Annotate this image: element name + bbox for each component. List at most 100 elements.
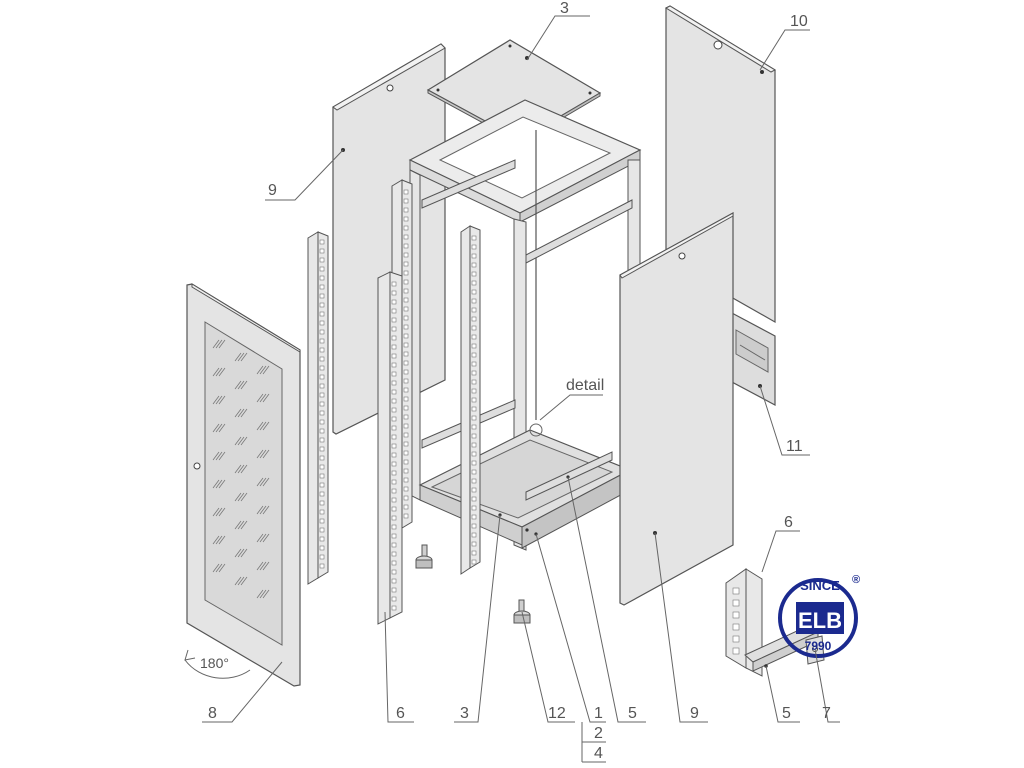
hatch-mark [215, 451, 223, 461]
rail-hole [319, 419, 325, 425]
hatch-mark [234, 576, 242, 586]
rail-hole [391, 452, 397, 458]
rail-hole [319, 311, 325, 317]
rail-hole [471, 235, 477, 241]
rail-hole [471, 496, 477, 502]
rail-hole [319, 554, 325, 560]
rail-hole [471, 541, 477, 547]
rail-hole [319, 563, 325, 569]
rail-hole [403, 423, 409, 429]
hatch-mark [256, 477, 264, 487]
detail-rail-hole [732, 611, 740, 619]
rail-hole [403, 396, 409, 402]
label-rotation: 180° [200, 655, 229, 671]
rail-hole [403, 315, 409, 321]
rail-hole [403, 378, 409, 384]
front-side-panel [619, 211, 734, 606]
hatch-mark [262, 393, 270, 403]
rail-hole [471, 559, 477, 565]
rail-hole [391, 326, 397, 332]
hatch-mark [256, 449, 264, 459]
hatch-mark [234, 436, 242, 446]
rail-hole [403, 369, 409, 375]
label-vertical-rail: 6 [396, 705, 405, 722]
rail-hole [471, 271, 477, 277]
door-lock [193, 462, 201, 470]
hatch-mark [262, 365, 270, 375]
rail-hole [391, 407, 397, 413]
rail-hole [391, 425, 397, 431]
rail-hole [391, 470, 397, 476]
rail-hole [391, 542, 397, 548]
rail-hole [319, 374, 325, 380]
detail-rail-hole [732, 635, 740, 643]
rail-hole [403, 288, 409, 294]
hatch-mark [259, 365, 267, 375]
rail-hole [403, 225, 409, 231]
rail-hole [403, 351, 409, 357]
hatch-mark [237, 520, 245, 530]
hatch-mark [262, 505, 270, 515]
rail-hole [319, 293, 325, 299]
front-door [184, 283, 301, 687]
hatch-mark [262, 477, 270, 487]
rail-hole [403, 459, 409, 465]
rail-hole [319, 320, 325, 326]
rail-hole [403, 198, 409, 204]
label-detail-rail: 6 [784, 514, 793, 531]
elb-logo: ELB SINCE 7990 ® [778, 574, 860, 658]
detail-rail-hole [732, 599, 740, 607]
label-right-side-panel: 10 [790, 13, 808, 30]
rail-hole [403, 405, 409, 411]
rail-hole [471, 253, 477, 259]
hatch-mark [215, 339, 223, 349]
rail-hole [471, 469, 477, 475]
rail-hole [471, 298, 477, 304]
rail-hole [403, 333, 409, 339]
hatch-mark [212, 451, 220, 461]
rotation-arrow [184, 659, 251, 679]
rail-hole [471, 406, 477, 412]
rail-hole [391, 578, 397, 584]
rail-hole [403, 207, 409, 213]
rail-hole [471, 343, 477, 349]
rail-hole [403, 450, 409, 456]
detail-rail-hole [732, 623, 740, 631]
hatch-mark [259, 505, 267, 515]
label-plinth: 11 [786, 438, 803, 455]
hatch-mark [234, 464, 242, 474]
rail-hole [391, 434, 397, 440]
rail-hole [391, 317, 397, 323]
rail-hole [403, 441, 409, 447]
hatch-mark [256, 505, 264, 515]
rail-hole [391, 497, 397, 503]
label-part-4: 4 [594, 745, 603, 762]
rail-hole [319, 455, 325, 461]
rail-hole [319, 275, 325, 281]
hatch-mark [256, 421, 264, 431]
hatch-mark [218, 367, 226, 377]
rail-hole [319, 473, 325, 479]
rail-hole [403, 243, 409, 249]
rail-hole [471, 379, 477, 385]
hatch-mark [259, 421, 267, 431]
rail-hole [403, 513, 409, 519]
rail-hole [471, 334, 477, 340]
rail-hole [319, 401, 325, 407]
rail-hole [471, 424, 477, 430]
rail-hole [471, 478, 477, 484]
rail-hole [391, 461, 397, 467]
hatch-mark [215, 423, 223, 433]
hatch-mark [212, 395, 220, 405]
rail-hole [319, 392, 325, 398]
hatch-mark [256, 589, 264, 599]
rail-holes [319, 189, 477, 611]
logo-monogram: ELB [798, 608, 842, 633]
hatch-mark [259, 561, 267, 571]
rail-hole [391, 290, 397, 296]
logo-since-text: SINCE [800, 578, 840, 593]
hatch-mark [218, 535, 226, 545]
hatch-mark [262, 533, 270, 543]
rail-hole [391, 389, 397, 395]
